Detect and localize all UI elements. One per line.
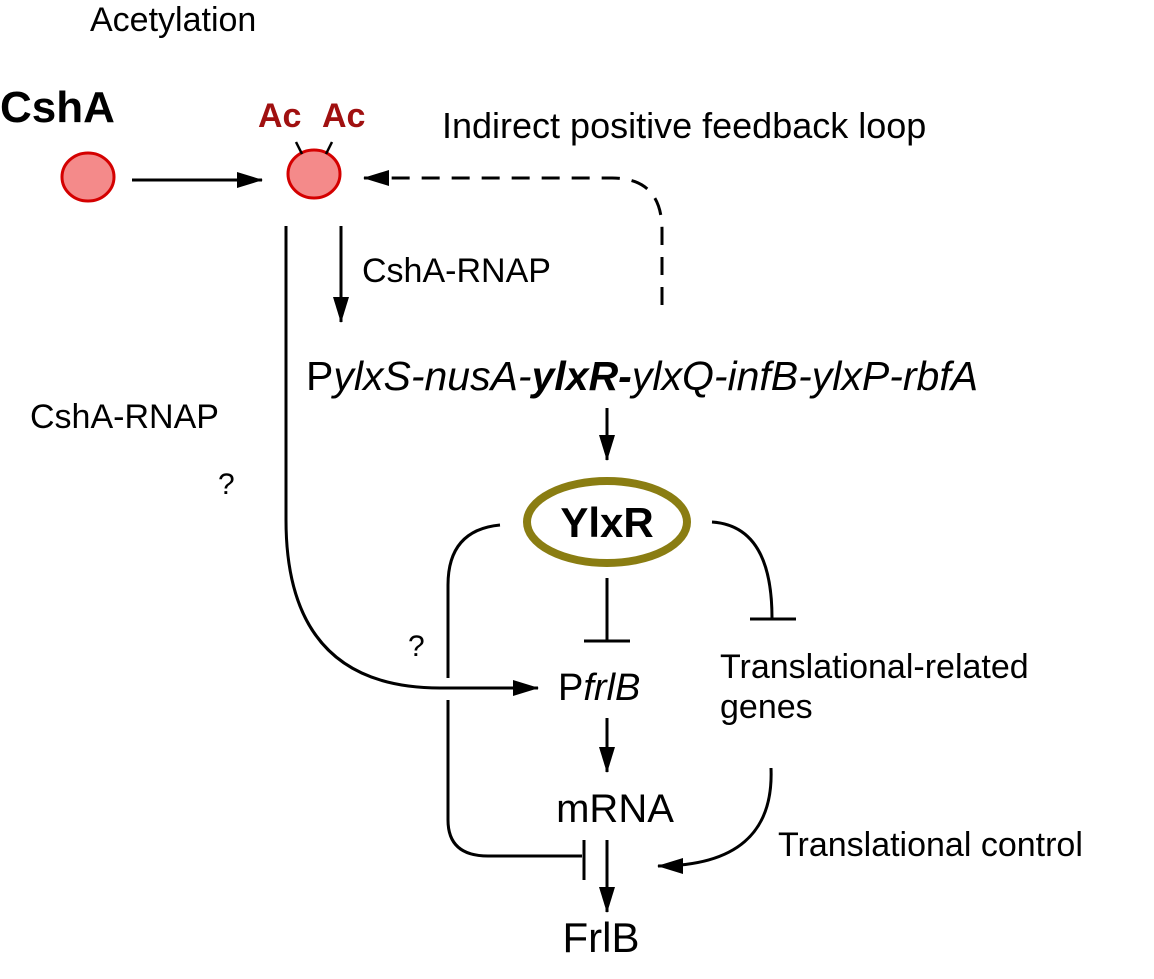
question-left: ? bbox=[218, 468, 235, 501]
translational-control-label: Translational control bbox=[778, 826, 1083, 864]
frlb-label: FrlB bbox=[563, 914, 640, 961]
translational-genes-label-line2: genes bbox=[720, 688, 813, 726]
mrna-label: mRNA bbox=[556, 787, 674, 831]
acetyl-bond-right bbox=[324, 141, 334, 155]
acetylated-csha-protein-icon bbox=[286, 148, 342, 200]
operon-promoter: P bbox=[306, 353, 333, 399]
ylxr-repress-translational-genes bbox=[711, 520, 774, 619]
csha-protein-icon bbox=[60, 151, 116, 203]
pfrlb-gene: frlB bbox=[583, 667, 640, 709]
csha-rnap-label-right: CshA-RNAP bbox=[362, 252, 551, 290]
acetyl-bond-left bbox=[294, 141, 304, 155]
pfrlb-label: PfrlB bbox=[558, 667, 640, 709]
operon-label: PylxS-nusA-ylxR-ylxQ-infB-ylxP-rbfA bbox=[306, 353, 978, 399]
acetyl-group-right: Ac bbox=[322, 97, 365, 135]
acetylation-label: Acetylation bbox=[90, 1, 256, 39]
feedback-loop-label: Indirect positive feedback loop bbox=[442, 105, 926, 146]
translational-genes-label-line1: Translational-related bbox=[720, 648, 1029, 686]
translational-control-arrow bbox=[657, 767, 773, 874]
csha-rnap-label-left: CshA-RNAP bbox=[30, 398, 219, 436]
pfrlb-promoter: P bbox=[558, 667, 583, 709]
acetyl-group-left: Ac bbox=[258, 97, 301, 135]
operon-genes-before: ylxS-nusA- bbox=[330, 353, 531, 399]
ylxr-label: YlxR bbox=[560, 499, 653, 546]
csha-label: CshA bbox=[0, 83, 115, 132]
csha-rnap-to-pfrlb-arrow bbox=[284, 226, 539, 696]
operon-ylxr-gene: ylxR- bbox=[530, 353, 632, 399]
operon-genes-after: ylxQ-infB-ylxP-rbfA bbox=[629, 353, 978, 399]
question-mid: ? bbox=[408, 630, 425, 663]
feedback-dashed-arrow bbox=[363, 170, 664, 305]
ylxr-protein-icon bbox=[523, 477, 691, 567]
ylxr-repress-frlb-lower bbox=[446, 700, 582, 858]
ylxr-repress-frlb-upper bbox=[446, 523, 501, 678]
